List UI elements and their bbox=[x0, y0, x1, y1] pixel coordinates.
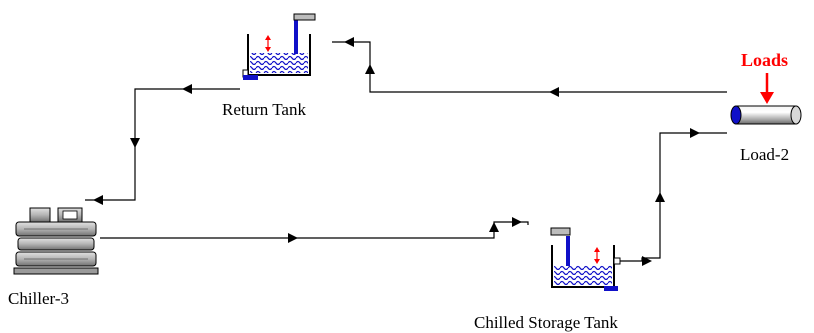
flow-arrow bbox=[182, 84, 192, 94]
flow-arrow bbox=[288, 233, 298, 243]
level-arrow-up bbox=[265, 35, 271, 40]
pipe-chiller-to-storage-tank bbox=[100, 221, 529, 239]
flow-arrow bbox=[512, 217, 522, 227]
chiller-panel-window bbox=[62, 210, 78, 220]
chilled-storage-tank[interactable] bbox=[550, 227, 621, 291]
inlet-pipe bbox=[294, 20, 298, 54]
tank-water bbox=[250, 53, 308, 73]
pipe-network bbox=[85, 41, 727, 262]
inlet-pipe bbox=[293, 13, 316, 21]
tank-body bbox=[551, 245, 615, 288]
return-tank-label: Return Tank bbox=[222, 100, 306, 119]
pipe-storage-tank-to-load bbox=[620, 132, 727, 262]
chiller-icon[interactable] bbox=[13, 207, 99, 275]
inlet-pipe bbox=[566, 236, 570, 266]
flow-arrow bbox=[344, 37, 354, 47]
load-pipe-end bbox=[790, 105, 802, 125]
pipe-load-to-return-tank bbox=[332, 41, 727, 93]
load-pipe-inlet bbox=[730, 105, 742, 125]
chiller-shell bbox=[17, 237, 95, 251]
chiller-base bbox=[13, 267, 99, 275]
flow-arrows bbox=[93, 37, 700, 266]
level-arrow-down bbox=[265, 47, 271, 52]
return-tank[interactable] bbox=[242, 13, 316, 80]
chiller-control-box bbox=[29, 207, 51, 223]
flow-arrow bbox=[130, 138, 140, 148]
pipe-return-tank-to-chiller bbox=[85, 88, 240, 201]
level-arrow-down bbox=[594, 259, 600, 264]
flow-arrow bbox=[655, 192, 665, 202]
flow-arrow bbox=[642, 256, 652, 266]
flow-arrow bbox=[549, 87, 559, 97]
flow-arrow bbox=[690, 128, 700, 138]
load-pipe[interactable] bbox=[730, 105, 802, 125]
load-pipe-body bbox=[735, 105, 797, 125]
loads-label: Loads bbox=[741, 50, 789, 70]
outlet-nozzle bbox=[604, 286, 618, 291]
loads-arrow-icon bbox=[760, 73, 774, 104]
flow-arrow bbox=[365, 64, 375, 74]
level-arrow-up bbox=[594, 247, 600, 252]
tank-water bbox=[554, 265, 612, 285]
load-label: Load-2 bbox=[740, 145, 790, 164]
chiller-label: Chiller-3 bbox=[8, 289, 70, 308]
tank-body bbox=[247, 34, 311, 76]
storage-tank-label: Chilled Storage Tank bbox=[474, 313, 618, 332]
outlet-nozzle bbox=[243, 75, 258, 80]
flow-arrow bbox=[93, 195, 103, 205]
outlet-nozzle bbox=[613, 257, 621, 265]
inlet-pipe bbox=[550, 227, 571, 236]
flow-arrow bbox=[489, 222, 499, 232]
